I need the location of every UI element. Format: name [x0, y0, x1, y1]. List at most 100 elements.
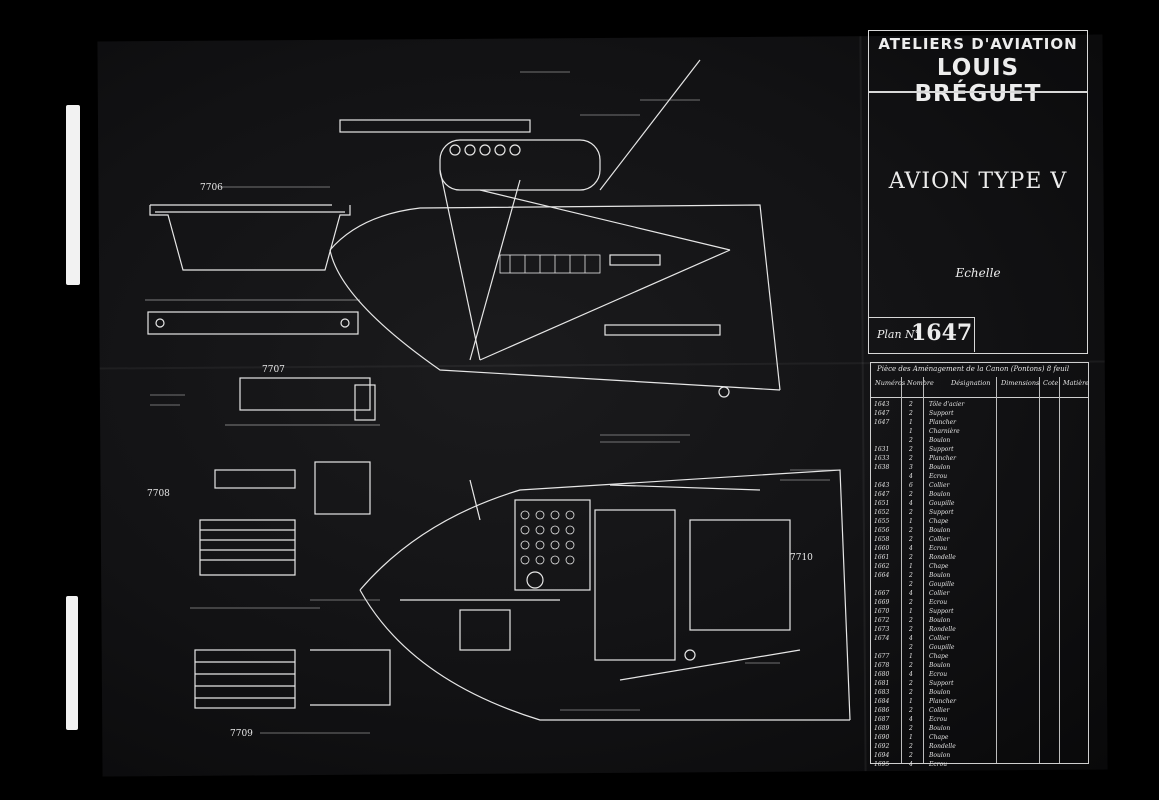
row-number: 1664: [874, 572, 890, 579]
row-designation: Support: [929, 608, 954, 615]
row-number: 1690: [874, 734, 890, 741]
row-number: 1673: [874, 626, 890, 633]
row-quantity: 2: [909, 662, 913, 669]
row-designation: Plancher: [929, 698, 957, 705]
row-quantity: 2: [909, 437, 913, 444]
table-row: 1652 2 Support: [871, 509, 1088, 518]
part-7709-drawing: [194, 649, 391, 709]
row-quantity: 3: [909, 464, 913, 471]
row-number: 1694: [874, 752, 890, 759]
row-number: 1684: [874, 698, 890, 705]
parts-list-table: Pièce des Aménagement de la Canon (Ponto…: [870, 362, 1090, 768]
row-number: 1633: [874, 455, 890, 462]
row-quantity: 4: [909, 545, 913, 552]
row-designation: Collier: [929, 536, 950, 543]
row-number: 1656: [874, 527, 890, 534]
row-designation: Goupille: [929, 500, 955, 507]
row-number: 1672: [874, 617, 890, 624]
row-quantity: 2: [909, 455, 913, 462]
row-designation: Boulon: [929, 752, 951, 759]
row-quantity: 2: [909, 509, 913, 516]
row-quantity: 4: [909, 473, 913, 480]
row-designation: Rondelle: [929, 554, 956, 561]
row-number: 1652: [874, 509, 890, 516]
row-number: 1660: [874, 545, 890, 552]
row-quantity: 2: [909, 527, 913, 534]
header-designation: Désignation: [951, 379, 991, 387]
column-divider: [923, 377, 924, 763]
table-row: 1656 2 Boulon: [871, 527, 1088, 536]
column-divider: [1039, 377, 1040, 763]
row-number: 1689: [874, 725, 890, 732]
table-row: 1662 1 Chape: [871, 563, 1088, 572]
row-number: 1681: [874, 680, 890, 687]
row-quantity: 2: [909, 599, 913, 606]
header-dimensions: Dimensions: [1001, 379, 1040, 387]
row-number: 1643: [874, 401, 890, 408]
row-number: 1638: [874, 464, 890, 471]
row-designation: Ecrou: [929, 716, 948, 723]
row-quantity: 2: [909, 572, 913, 579]
row-designation: Chape: [929, 563, 949, 570]
gun-mount-upper: [329, 59, 781, 398]
row-designation: Support: [929, 410, 954, 417]
row-designation: Boulon: [929, 689, 951, 696]
parts-list-title: Pièce des Aménagement de la Canon (Ponto…: [877, 365, 1070, 373]
row-number: 1651: [874, 500, 890, 507]
row-quantity: 1: [909, 698, 913, 705]
row-designation: Boulon: [929, 491, 951, 498]
row-quantity: 1: [909, 518, 913, 525]
row-designation: Support: [929, 509, 954, 516]
label-7707: 7707: [262, 365, 285, 375]
row-quantity: 1: [909, 428, 913, 435]
row-quantity: 1: [909, 563, 913, 570]
row-quantity: 4: [909, 761, 913, 768]
title-block: ATELIERS D'AVIATION LOUIS BRÉGUET AVION …: [868, 30, 1088, 354]
plan-label: Plan N°: [877, 328, 921, 341]
row-designation: Boulon: [929, 617, 951, 624]
row-quantity: 2: [909, 491, 913, 498]
row-number: 1674: [874, 635, 890, 642]
label-7710: 7710: [790, 553, 813, 563]
row-number: 1669: [874, 599, 890, 606]
header-nombre: Nombre: [907, 379, 934, 387]
aircraft-type: AVION TYPE V: [888, 169, 1068, 194]
header-cote: Cote: [1043, 379, 1059, 387]
row-number: 1695: [874, 761, 890, 768]
row-number: 1661: [874, 554, 890, 561]
row-quantity: 2: [909, 743, 913, 750]
part-7706-drawing: [145, 204, 360, 335]
column-divider: [996, 377, 997, 763]
header-matiere: Matière: [1063, 379, 1090, 387]
row-quantity: 2: [909, 752, 913, 759]
row-designation: Tôle d'acier: [929, 401, 965, 408]
column-divider: [901, 377, 902, 763]
row-designation: Collier: [929, 707, 950, 714]
row-quantity: 2: [909, 707, 913, 714]
row-designation: Ecrou: [929, 671, 948, 678]
row-quantity: 4: [909, 716, 913, 723]
row-designation: Boulon: [929, 527, 951, 534]
row-designation: Chape: [929, 653, 949, 660]
row-designation: Boulon: [929, 437, 951, 444]
row-designation: Ecrou: [929, 473, 948, 480]
row-number: 1662: [874, 563, 890, 570]
row-designation: Support: [929, 446, 954, 453]
